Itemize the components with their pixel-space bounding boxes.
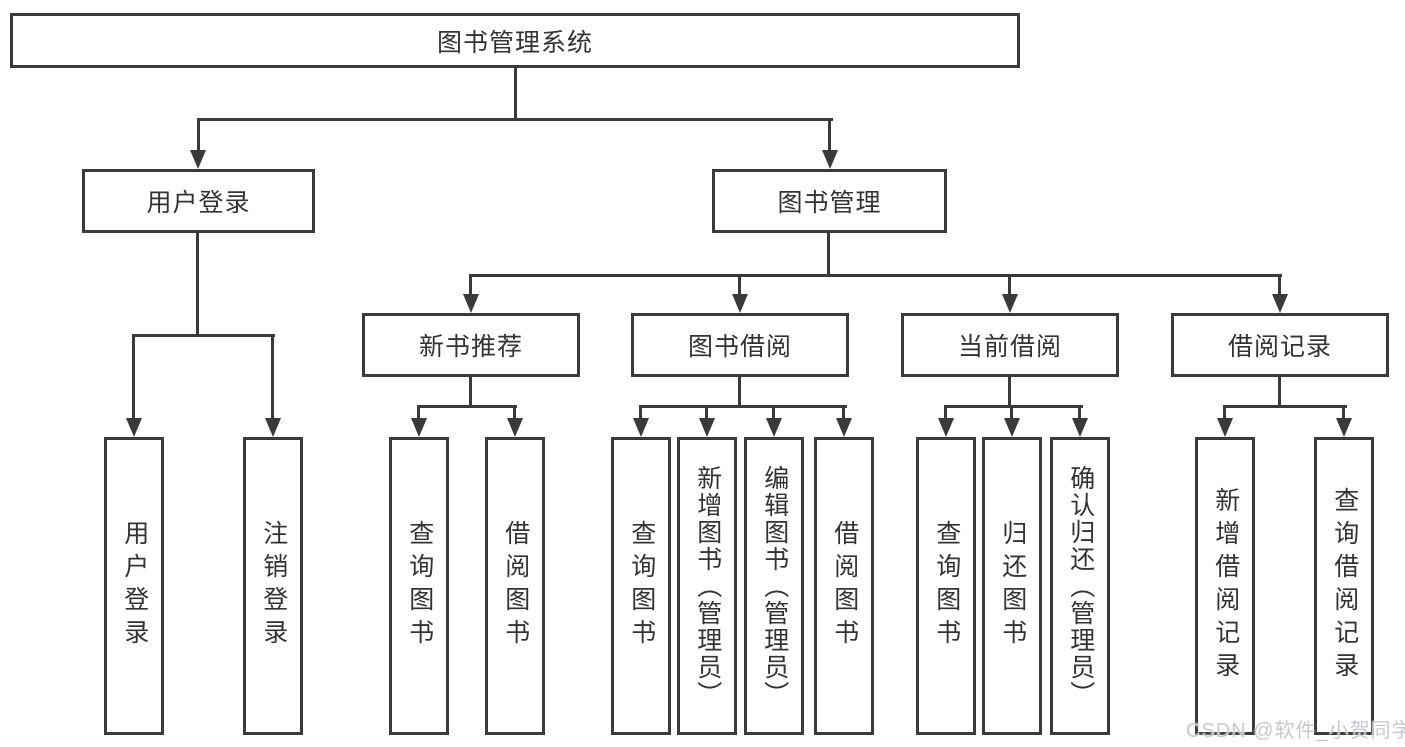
node-root-library-management-system: 图书管理系统 [10, 13, 1020, 68]
connector-line [469, 377, 472, 408]
connector-line [944, 405, 1083, 408]
connector-line [132, 334, 135, 418]
leaf-edit-books-admin: 编辑图书（管理员） [744, 437, 804, 735]
node-label: 确认归还（管理员） [1066, 464, 1095, 708]
node-user-login-branch: 用户登录 [82, 169, 315, 233]
csdn-watermark: CSDN @软件_小贺同学 [1186, 720, 1405, 742]
node-label: 查询图书 [932, 520, 961, 652]
arrow-down-icon [190, 150, 206, 169]
node-label: 查询借阅记录 [1330, 487, 1359, 685]
node-label: 新增图书（管理员） [693, 464, 722, 708]
leaf-user-login: 用户登录 [104, 437, 164, 735]
leaf-add-borrow-record: 新增借阅记录 [1195, 437, 1255, 735]
node-book-management-branch: 图书管理 [712, 169, 947, 233]
node-label: 注销登录 [259, 520, 288, 652]
leaf-query-books-current: 查询图书 [916, 437, 976, 735]
node-label: 借阅记录 [1227, 333, 1332, 361]
arrow-down-icon [1217, 418, 1233, 437]
connector-line [944, 405, 947, 420]
arrow-down-icon [822, 150, 838, 169]
connector-line [1008, 274, 1011, 296]
node-book-borrowing: 图书借阅 [631, 313, 849, 377]
connector-line [1010, 405, 1013, 420]
leaf-query-books-recommendation: 查询图书 [389, 437, 449, 735]
node-label: 借阅图书 [501, 520, 530, 652]
node-label: 图书管理 [777, 189, 882, 217]
arrow-down-icon [633, 418, 649, 437]
node-label: 查询图书 [627, 520, 656, 652]
connector-line [1223, 405, 1347, 408]
connector-line [842, 405, 845, 420]
arrow-down-icon [1072, 418, 1088, 437]
arrow-down-icon [766, 418, 782, 437]
leaf-borrow-books: 借阅图书 [814, 437, 874, 735]
leaf-query-borrow-record: 查询借阅记录 [1314, 437, 1374, 735]
connector-line [738, 377, 741, 408]
arrow-down-icon [836, 418, 852, 437]
node-label: 借阅图书 [830, 520, 859, 652]
leaf-confirm-return-admin: 确认归还（管理员） [1050, 437, 1110, 735]
leaf-borrow-books-recommendation: 借阅图书 [485, 437, 545, 735]
connector-line [417, 405, 420, 420]
node-label: 编辑图书（管理员） [760, 464, 789, 708]
connector-line [827, 232, 830, 276]
node-current-borrowing: 当前借阅 [901, 313, 1119, 377]
arrow-down-icon [463, 294, 479, 313]
node-label: 新书推荐 [418, 333, 523, 361]
connector-line [1278, 377, 1281, 408]
node-label: 用户登录 [120, 520, 149, 652]
leaf-query-books-borrowing: 查询图书 [611, 437, 671, 735]
connector-line [1278, 274, 1281, 296]
connector-line [639, 405, 642, 420]
arrow-down-icon [411, 418, 427, 437]
leaf-add-books-admin: 新增图书（管理员） [677, 437, 737, 735]
node-label: 用户登录 [146, 189, 251, 217]
arrow-down-icon [507, 418, 523, 437]
node-label: 新增借阅记录 [1211, 487, 1240, 685]
arrow-down-icon [126, 418, 142, 437]
arrow-down-icon [938, 418, 954, 437]
arrow-down-icon [265, 418, 281, 437]
connector-line [197, 118, 833, 121]
connector-line [132, 334, 275, 337]
connector-line [738, 274, 741, 296]
connector-line [828, 118, 831, 151]
node-label: 当前借阅 [957, 333, 1062, 361]
arrow-down-icon [1004, 418, 1020, 437]
connector-line [469, 274, 472, 296]
connector-line [271, 334, 274, 418]
connector-line [417, 405, 517, 408]
leaf-return-books: 归还图书 [982, 437, 1042, 735]
arrow-down-icon [1002, 294, 1018, 313]
node-label: 归还图书 [998, 520, 1027, 652]
connector-line [197, 118, 200, 151]
node-label: 查询图书 [405, 520, 434, 652]
arrow-down-icon [1336, 418, 1352, 437]
node-new-book-recommendation: 新书推荐 [362, 313, 580, 377]
connector-line [513, 405, 516, 420]
connector-line [1008, 377, 1011, 408]
node-label: 图书管理系统 [436, 28, 593, 57]
node-label: 图书借阅 [687, 333, 792, 361]
connector-line [639, 405, 847, 408]
leaf-logout: 注销登录 [243, 437, 303, 735]
connector-line [514, 67, 517, 120]
arrow-down-icon [1272, 294, 1288, 313]
connector-line [196, 233, 199, 336]
connector-line [1078, 405, 1081, 420]
connector-line [772, 405, 775, 420]
connector-line [705, 405, 708, 420]
connector-line [469, 274, 1282, 277]
node-borrowing-records: 借阅记录 [1171, 313, 1389, 377]
connector-line [1342, 405, 1345, 420]
arrow-down-icon [699, 418, 715, 437]
connector-line [1223, 405, 1226, 420]
arrow-down-icon [732, 294, 748, 313]
